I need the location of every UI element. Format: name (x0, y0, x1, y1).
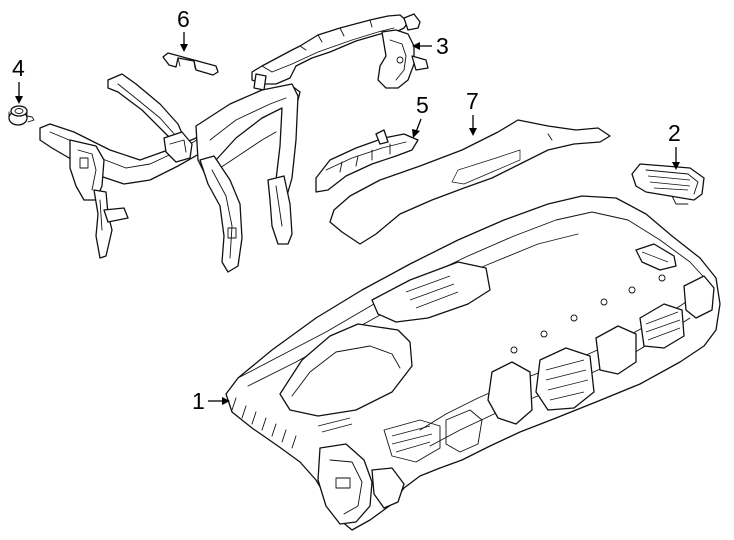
part-6-bracket (162, 52, 219, 76)
part-5-bracket (315, 129, 419, 193)
callout-5: 5 (412, 92, 429, 138)
callout-1: 1 (192, 388, 230, 414)
callout-label-1: 1 (192, 388, 205, 414)
callout-6: 6 (177, 6, 190, 52)
callout-label-2: 2 (668, 120, 681, 146)
callout-label-6: 6 (177, 6, 190, 32)
callout-3: 3 (412, 33, 449, 59)
part-3-cross-beam (251, 13, 429, 91)
callout-2: 2 (668, 120, 681, 170)
callout-label-7: 7 (466, 88, 479, 114)
callout-7: 7 (466, 88, 479, 136)
instrument-panel-support-frame (39, 73, 301, 273)
part-7-panel (329, 119, 611, 245)
callout-label-4: 4 (12, 55, 25, 81)
part-4-bushing (8, 105, 35, 126)
callout-4: 4 (12, 55, 25, 104)
part-2-trim (631, 163, 705, 205)
part-1-instrument-panel (225, 195, 721, 531)
callout-label-3: 3 (436, 33, 449, 59)
callout-label-5: 5 (416, 92, 429, 118)
